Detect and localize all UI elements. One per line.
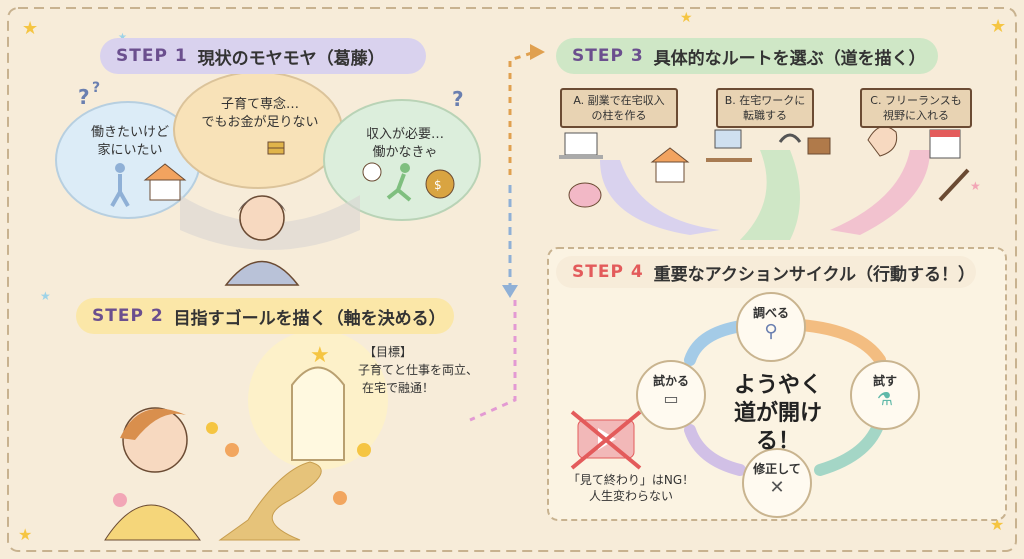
decorative-stars: ★ ★ ★ ★ ★ ★ ★ ★ xyxy=(18,10,1006,544)
desk-computer-icon xyxy=(706,129,752,162)
cycle-node-try: 試す ⚗ xyxy=(850,360,920,430)
goal-line-1: 子育てと仕事を両立、 xyxy=(358,363,479,377)
route-sign-b: B. 在宅ワークに 転職する xyxy=(716,88,814,128)
goal-heading: 【目標】 xyxy=(364,345,413,359)
house-icon xyxy=(143,163,187,201)
money-bag-icon: $ xyxy=(425,169,455,199)
walking-person-icon xyxy=(110,163,130,207)
goal-star-icon: ★ xyxy=(310,343,330,368)
step1-title: 現状のモヤモヤ（葛藤） xyxy=(197,48,385,69)
cycle-label-try: 試す xyxy=(872,374,897,388)
flow-arrow-up xyxy=(508,50,536,175)
step1-label: STEP 1 xyxy=(116,46,188,66)
thought-need-income: 収入が必要… 働かなきゃ xyxy=(365,127,444,160)
step4-title-pill: STEP 4 重要なアクションサイクル（行動する！） xyxy=(556,256,976,288)
step4-title: 重要なアクションサイクル（行動する！） xyxy=(653,264,975,285)
briefcase-icon xyxy=(807,137,831,155)
worried-woman-illustration xyxy=(224,195,300,286)
svg-text:★: ★ xyxy=(680,10,693,26)
coins-icon xyxy=(267,141,285,155)
svg-text:★: ★ xyxy=(18,525,32,544)
flask-icon: ⚗ xyxy=(876,389,894,410)
house-icon xyxy=(650,147,690,183)
goal-door-illustration xyxy=(218,330,388,541)
video-play-icon xyxy=(570,410,642,470)
goal-line-2: 在宅で融通！ xyxy=(362,381,435,395)
svg-text:?: ? xyxy=(78,85,90,109)
arrow-head-icon xyxy=(530,44,545,60)
magnifier-icon: ⚲ xyxy=(764,321,778,342)
cycle-label-fix: 修正して xyxy=(753,462,801,476)
thought-childcare-money: 子育て専念… でもお金が足りない xyxy=(201,97,319,130)
question-mark-icons: ? ? ? xyxy=(78,80,464,111)
svg-text:★: ★ xyxy=(990,16,1006,37)
route-sign-a: A. 副業で在宅収入 の柱を作る xyxy=(560,88,678,128)
laptop-icon: ▭ xyxy=(663,389,679,408)
step4-panel xyxy=(547,247,1007,521)
step3-title-pill: STEP 3 具体的なルートを選ぶ（道を描く） xyxy=(556,38,938,74)
step4-label: STEP 4 xyxy=(572,262,644,282)
thought-work-vs-home: 働きたいけど 家にいたい xyxy=(90,125,169,158)
cycle-label-research: 調べる xyxy=(752,306,789,320)
decorative-border xyxy=(7,7,1017,552)
cycle-node-fix: 修正して ✕ xyxy=(742,448,812,518)
step1-title-pill: STEP 1 現状のモヤモヤ（葛藤） xyxy=(100,38,426,74)
hopeful-woman-illustration xyxy=(104,407,201,541)
svg-text:$: $ xyxy=(434,178,442,192)
laptop-icon xyxy=(559,132,603,159)
flow-arrow-dashed xyxy=(469,300,517,422)
piggy-bank-icon xyxy=(568,182,602,208)
svg-text:?: ? xyxy=(92,80,100,96)
paintbrush-icon xyxy=(938,168,970,202)
svg-text:?: ? xyxy=(452,87,464,111)
route-roads-illustration xyxy=(600,150,930,240)
step2-title-pill: STEP 2 目指すゴールを描く（軸を決める） xyxy=(76,298,454,334)
step3-label: STEP 3 xyxy=(572,46,644,66)
flowers-illustration xyxy=(113,422,371,507)
svg-text:★: ★ xyxy=(40,289,51,303)
route-sign-c: C. フリーランスも 視野に入れる xyxy=(860,88,972,128)
cycle-label-measure: 試かる xyxy=(652,374,689,388)
headset-icon xyxy=(778,133,802,143)
clock-icon xyxy=(362,162,382,182)
cycle-node-measure: 試かる ▭ xyxy=(636,360,706,430)
warning-no-just-watching: 「見て終わり」はNG！ 人生変わらない xyxy=(567,473,695,503)
step2-title: 目指すゴールを描く（軸を決める） xyxy=(173,308,446,329)
step3-title: 具体的なルートを選ぶ（道を描く） xyxy=(653,48,926,69)
svg-text:★: ★ xyxy=(970,179,981,193)
running-person-icon xyxy=(386,163,412,202)
arrow-head-icon xyxy=(502,285,518,298)
cycle-center-message: ようやく 道が開ける！ xyxy=(733,373,822,454)
svg-text:★: ★ xyxy=(22,18,38,39)
step2-label: STEP 2 xyxy=(92,306,164,326)
calendar-icon xyxy=(929,129,961,159)
cycle-node-research: 調べる ⚲ xyxy=(736,292,806,362)
tools-icon: ✕ xyxy=(769,477,785,498)
flexed-arm-icon xyxy=(867,126,898,157)
svg-text:★: ★ xyxy=(118,32,127,43)
